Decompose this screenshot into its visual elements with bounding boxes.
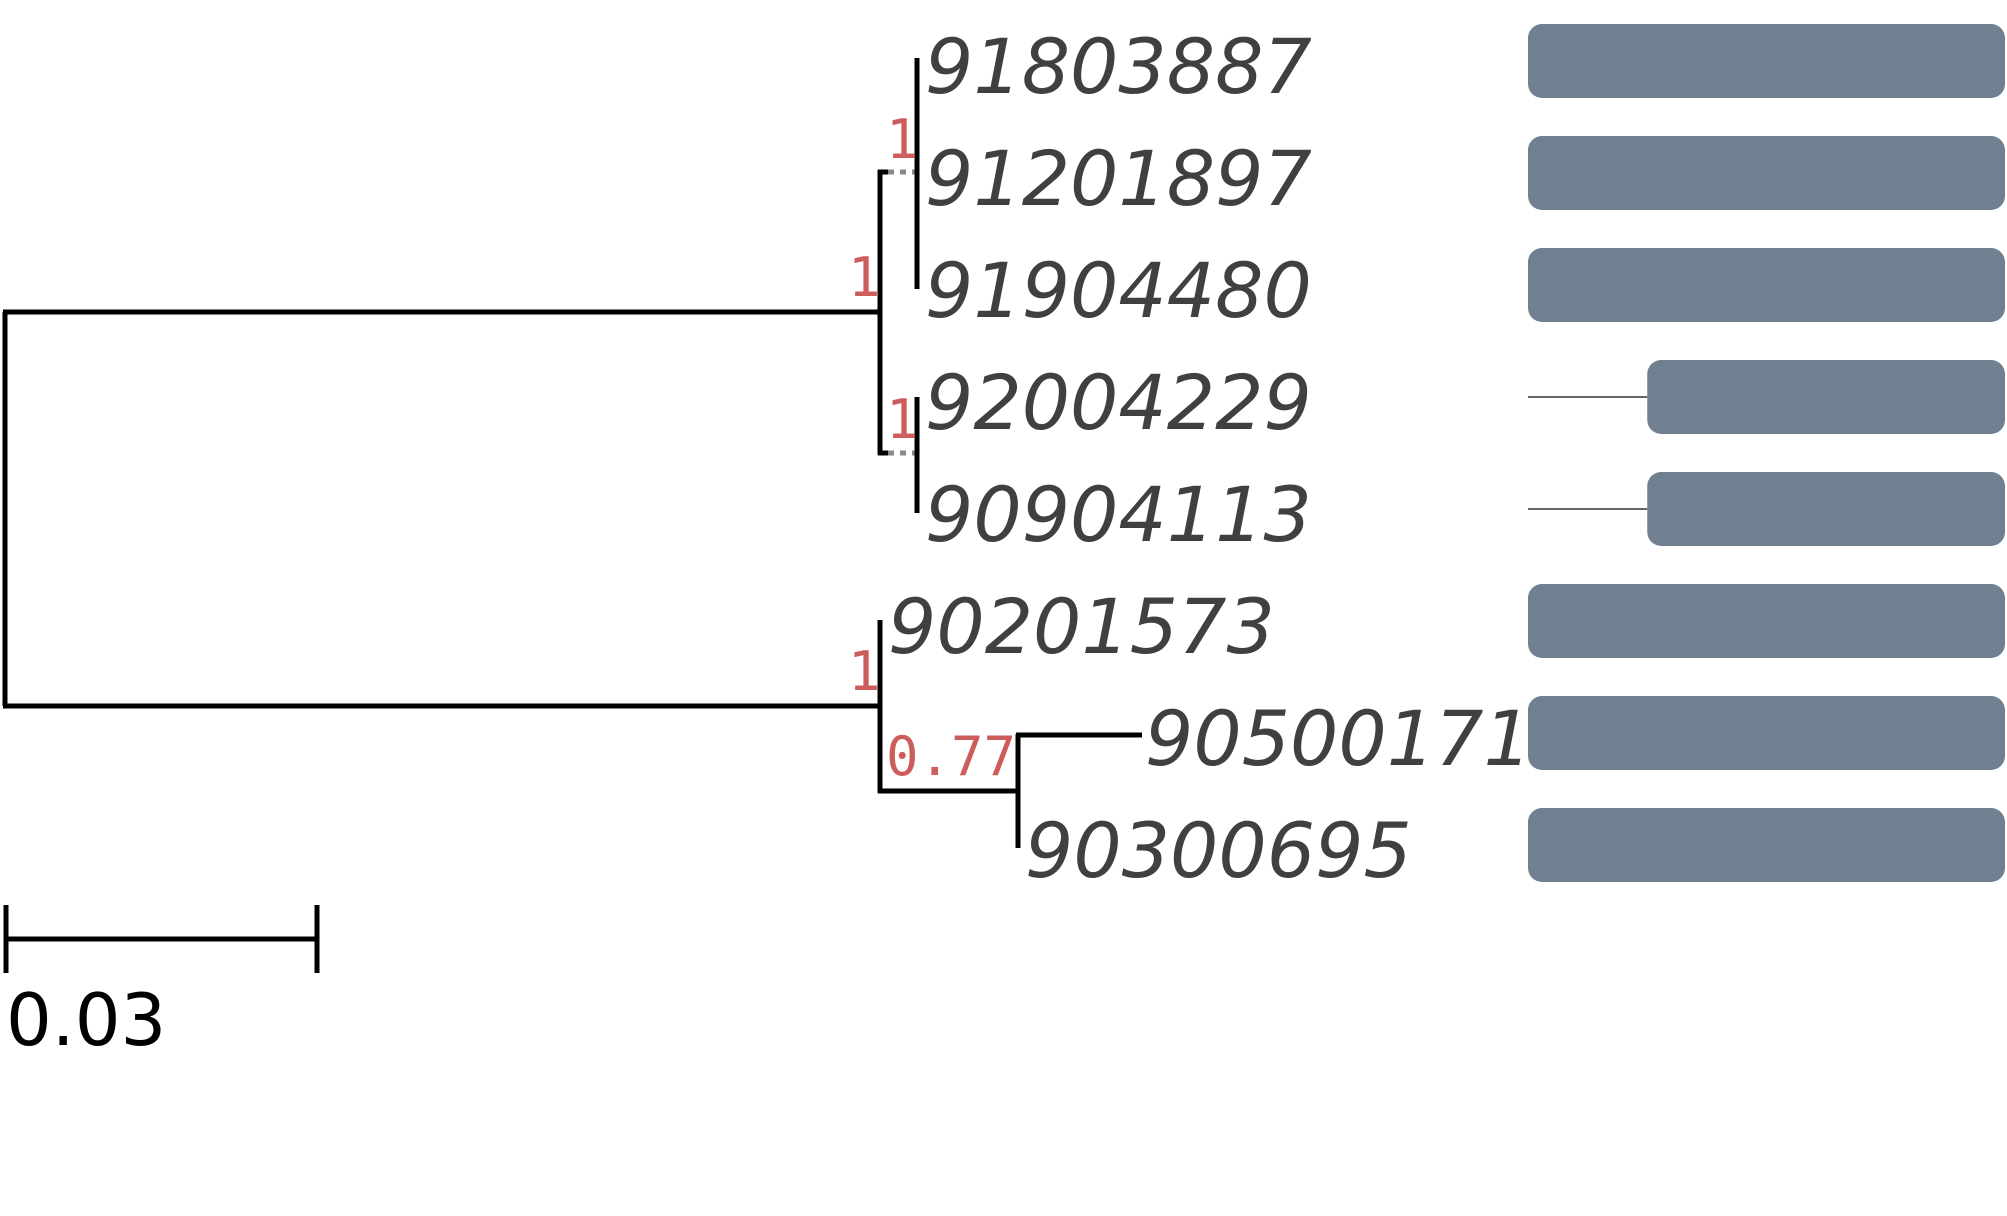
leaf-bar (1647, 472, 2005, 546)
leaf-bar (1528, 696, 2005, 770)
bar-column (1528, 24, 2005, 882)
leaf-bar (1528, 248, 2005, 322)
support-label-5: 0.77 (886, 725, 1016, 788)
support-label-1: 1 (886, 108, 919, 171)
leaf-label: 90300695 (1025, 806, 1412, 895)
support-label-2: 1 (848, 246, 881, 309)
leaf-label: 91904480 (925, 246, 1312, 335)
leaf-bar (1528, 136, 2005, 210)
leaf-bar (1528, 808, 2005, 882)
scale-bar-label: 0.03 (6, 978, 166, 1062)
leaf-bar (1647, 360, 2005, 434)
leaf-label: 92004229 (925, 358, 1312, 447)
leaf-label: 90201573 (888, 582, 1275, 671)
leaf-label: 91803887 (925, 22, 1312, 111)
leaf-label: 91201897 (925, 134, 1312, 223)
leaf-label: 90500171 (1145, 694, 1532, 783)
support-label-4: 1 (848, 640, 881, 703)
leaf-label: 90904113 (925, 470, 1312, 559)
leaf-bar (1528, 24, 2005, 98)
support-label-3: 1 (886, 388, 919, 451)
leaf-bar (1528, 584, 2005, 658)
